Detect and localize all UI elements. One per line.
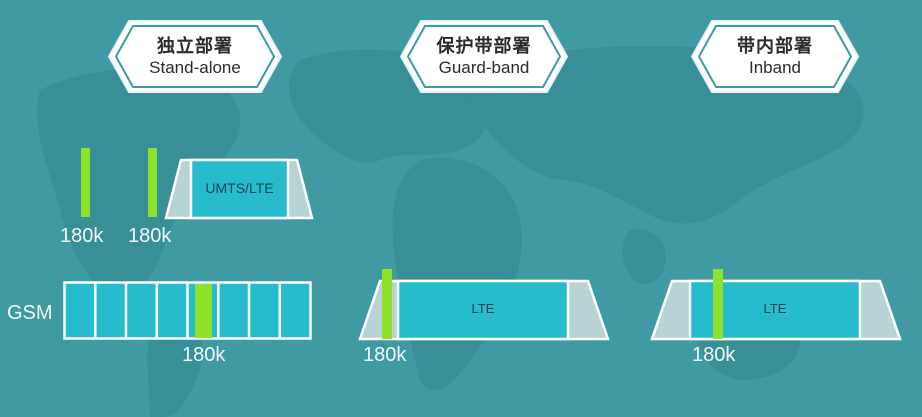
carrier-label: LTE [471, 301, 495, 316]
nb-iot-label: 180k [363, 344, 407, 366]
nb-iot-carrier [713, 269, 723, 339]
nb-iot-carrier [382, 269, 392, 339]
header-inband: 带内部署 Inband [690, 19, 860, 94]
header-en: Stand-alone [149, 57, 241, 77]
umts-lte-carrier [164, 158, 314, 220]
gsm-label: GSM [7, 302, 53, 324]
nb-iot-label: 180k [692, 344, 736, 366]
hexagon-frame-icon [107, 20, 283, 93]
nb-iot-label: 180k [128, 225, 172, 247]
carrier-label: LTE [763, 301, 787, 316]
carrier-label: UMTS/LTE [205, 180, 274, 196]
nb-iot-carrier [148, 148, 157, 217]
hexagon-frame-icon [690, 20, 860, 93]
header-en: Guard-band [438, 57, 530, 77]
header-zh: 带内部署 [737, 35, 813, 57]
nb-iot-carrier [81, 148, 90, 217]
lte-carrier-guardband [358, 279, 610, 341]
header-guardband: 保护带部署 Guard-band [399, 19, 569, 94]
nb-iot-label: 180k [182, 344, 226, 366]
nb-iot-label: 180k [60, 225, 104, 247]
header-standalone: 独立部署 Stand-alone [107, 19, 283, 94]
gsm-channel-grid [63, 281, 312, 340]
hexagon-frame-icon [399, 20, 569, 93]
header-en: Inband [749, 57, 801, 77]
nb-iot-carrier [195, 284, 212, 338]
header-zh: 保护带部署 [436, 35, 532, 57]
header-zh: 独立部署 [157, 35, 233, 57]
